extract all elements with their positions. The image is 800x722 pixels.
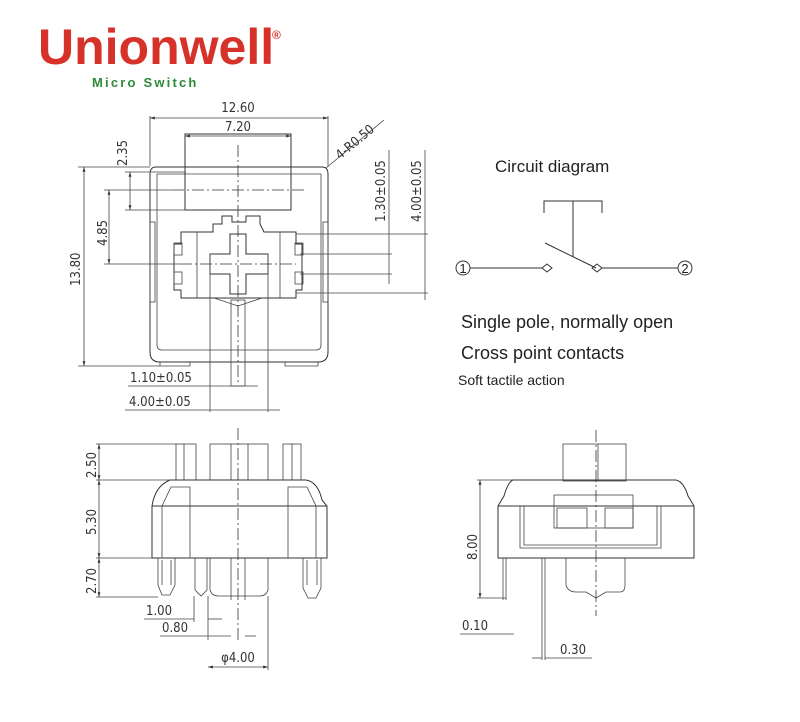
dim-stem-spacing: 4.00±0.05: [129, 395, 191, 410]
terminal-2-label: 2: [681, 261, 688, 276]
dim-pin-width: 1.00: [146, 604, 172, 619]
dim-stem-width: 1.10±0.05: [130, 371, 192, 386]
dim-corner-radius: 4-R0.50: [333, 122, 378, 163]
terminal-2: [677, 260, 693, 276]
top-view-cross: [209, 233, 269, 295]
feature-1: Single pole, normally open: [461, 312, 673, 332]
top-view-foot-right: [284, 362, 319, 367]
dim-cap-offset: 2.35: [116, 140, 131, 166]
dim-body-height: 5.30: [85, 509, 100, 535]
registered-mark: ®: [272, 28, 281, 42]
front-pin-right: [302, 558, 322, 599]
top-view-clip-br: [294, 271, 304, 285]
top-view-foot-left: [159, 362, 191, 367]
feature-2: Cross point contacts: [461, 343, 624, 363]
side-view: 8.00 0.10 0.30: [460, 430, 695, 660]
dim-pin-height: 2.70: [85, 568, 100, 594]
dim-pin-thickness: 0.80: [162, 621, 188, 636]
dim-center-offset: 4.85: [96, 220, 111, 246]
front-pin-left: [157, 558, 176, 596]
front-post-center: [209, 443, 269, 481]
top-view-tab-right: [322, 221, 329, 303]
side-stem: [562, 443, 627, 482]
brand-logo: Unionwell ® Micro Switch: [38, 19, 281, 90]
brand-name: Unionwell: [38, 19, 275, 75]
circuit-title: Circuit diagram: [495, 157, 609, 176]
dim-pin-gap-large: 4.00±0.05: [410, 160, 425, 222]
dim-width-total: 12.60: [221, 101, 254, 116]
side-window: [553, 494, 634, 529]
front-view: 2.50 5.30 2.70 1.00 0.80 φ4.00: [85, 428, 328, 670]
top-view-clip-tr: [294, 242, 304, 256]
contact-moving: [591, 263, 603, 273]
dim-pin-gap-small: 1.30±0.05: [374, 160, 389, 222]
dim-lead-thickness: 0.30: [560, 643, 586, 658]
side-plunger: [565, 558, 626, 599]
front-post-bottom: [209, 558, 269, 597]
dim-stem-height: 2.50: [85, 452, 100, 478]
front-body: [151, 479, 328, 559]
top-view-clip-tl: [173, 242, 183, 256]
dim-height-total: 13.80: [69, 253, 84, 286]
top-view: 12.60 7.20 4-R0.50 2.35 4.85 13.80 1.30±…: [69, 101, 428, 412]
dim-lead-width: 0.10: [462, 619, 488, 634]
top-view-body-inner: [156, 173, 322, 351]
top-view-tab-left: [149, 221, 156, 303]
front-pin-mid: [194, 558, 208, 597]
front-post-left: [175, 443, 197, 481]
terminal-1-label: 1: [459, 261, 466, 276]
feature-3: Soft tactile action: [458, 372, 565, 388]
contact-fixed: [541, 263, 553, 273]
top-view-body-outline: [149, 166, 329, 363]
circuit-diagram: Circuit diagram 1 2 Single pole, normall…: [455, 157, 693, 388]
dim-side-total-height: 8.00: [466, 534, 481, 560]
dim-post-diameter: φ4.00: [221, 651, 255, 666]
top-view-clip-bl: [173, 271, 183, 285]
dim-cap-width: 7.20: [225, 120, 251, 135]
side-body: [497, 479, 695, 559]
switch-contact-arm: [544, 242, 597, 269]
brand-tagline: Micro Switch: [92, 75, 199, 90]
